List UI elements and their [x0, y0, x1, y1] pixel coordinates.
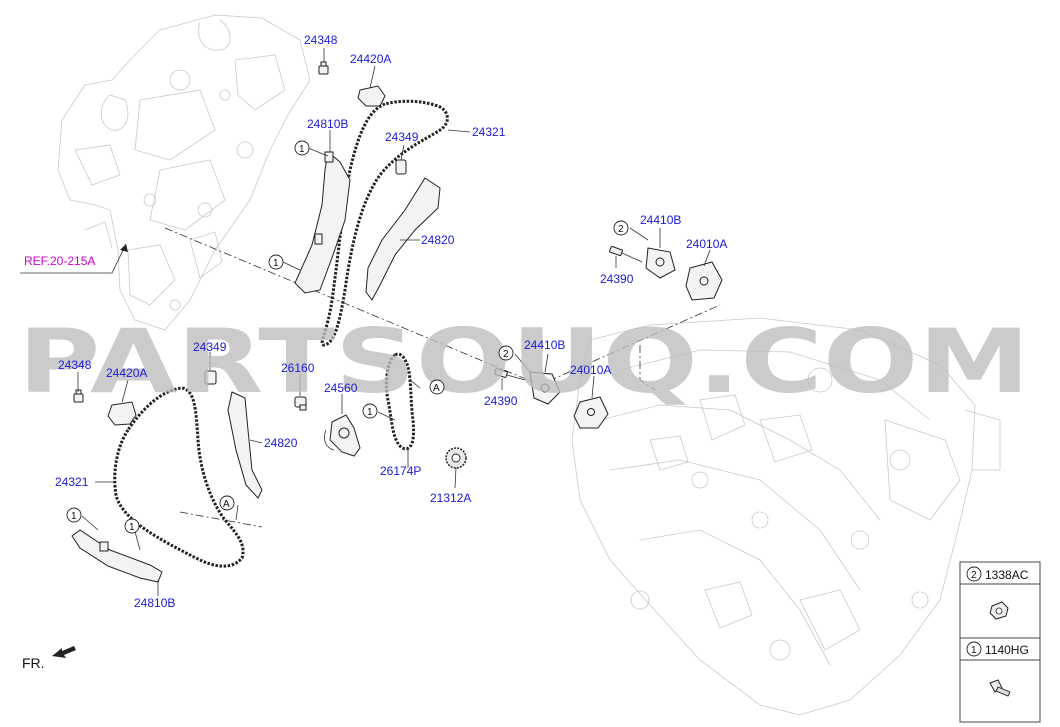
- label-24420A-bottom[interactable]: 24420A: [106, 366, 147, 380]
- label-21312A[interactable]: 21312A: [430, 491, 471, 505]
- front-direction-indicator: FR.: [22, 646, 76, 671]
- svg-text:2: 2: [503, 349, 509, 360]
- bolt-24348-bottom: [73, 389, 84, 403]
- label-24321-bottom[interactable]: 24321: [55, 475, 89, 489]
- alignment-line-block: [639, 345, 656, 391]
- label-24560[interactable]: 24560: [324, 381, 358, 395]
- section-marker-a-lower: A: [219, 495, 235, 511]
- label-24420A-top[interactable]: 24420A: [350, 52, 391, 66]
- tensioner-pin-24349-bottom: [204, 370, 217, 385]
- label-24348-bottom[interactable]: 24348: [58, 358, 92, 372]
- chain-tensioner-24410B-bottom: [529, 371, 561, 405]
- legend-row-1140HG[interactable]: 1 1140HG: [966, 641, 1029, 657]
- callout-2-b: 2: [498, 345, 514, 361]
- chain-lever-24820-bottom: [227, 391, 263, 499]
- front-arrow-icon: [52, 646, 76, 658]
- callout-2-a: 2: [613, 220, 629, 236]
- section-marker-a-upper: A: [429, 379, 445, 395]
- svg-text:FR.: FR.: [22, 655, 45, 671]
- svg-text:2: 2: [971, 570, 977, 581]
- bolt-26160: [294, 396, 307, 411]
- leader-lines: [77, 48, 711, 596]
- label-24390-bottom[interactable]: 24390: [484, 394, 518, 408]
- alignment-line-lower: [179, 511, 263, 528]
- label-24410B-top[interactable]: 24410B: [640, 213, 681, 227]
- gasket-24010A-bottom: [573, 396, 609, 429]
- bolt-24390-bottom: [494, 368, 526, 381]
- svg-text:1: 1: [273, 258, 279, 269]
- label-24348-top[interactable]: 24348: [304, 33, 338, 47]
- svg-text:1: 1: [971, 645, 977, 656]
- chain-guide-24810B-top: [294, 151, 351, 294]
- bolt-24390-top: [609, 245, 643, 263]
- label-24820-bottom[interactable]: 24820: [264, 436, 298, 450]
- label-24810B-bottom[interactable]: 24810B: [134, 596, 175, 610]
- chain-tensioner-24560: [324, 414, 361, 457]
- callout-1-a: 1: [294, 140, 310, 156]
- label-24010A-top[interactable]: 24010A: [686, 237, 727, 251]
- label-24010A-bottom[interactable]: 24010A: [570, 363, 611, 377]
- timing-chain-24321-bottom: [113, 386, 245, 568]
- watermark-text: PARTSOUQ.COM: [18, 310, 1030, 413]
- callout-1-c: 1: [362, 403, 378, 419]
- svg-text:2: 2: [618, 224, 624, 235]
- label-24410B-bottom[interactable]: 24410B: [524, 338, 565, 352]
- bolt-1140HG-icon: [989, 679, 1011, 697]
- chain-guide-24420A-top: [357, 85, 386, 107]
- sprocket-21312A: [445, 447, 467, 469]
- tensioner-pin-24349-top: [395, 159, 407, 175]
- svg-text:A: A: [223, 499, 230, 510]
- callout-1-e: 1: [124, 518, 140, 534]
- callout-1-d: 1: [66, 507, 82, 523]
- engine-block-outline: [571, 317, 1001, 716]
- bolt-24348-top: [318, 61, 329, 75]
- svg-text:1: 1: [71, 511, 77, 522]
- svg-text:1: 1: [299, 144, 305, 155]
- chain-tensioner-24410B-top: [645, 247, 676, 279]
- label-24349-top[interactable]: 24349: [385, 130, 419, 144]
- label-24349-bottom[interactable]: 24349: [193, 340, 227, 354]
- svg-text:1: 1: [367, 407, 373, 418]
- label-26160[interactable]: 26160: [281, 361, 315, 375]
- svg-text:1338AC: 1338AC: [985, 568, 1029, 582]
- chain-guide-24810B-bottom: [71, 529, 163, 583]
- label-24810B-top[interactable]: 24810B: [307, 117, 348, 131]
- ref-arrow: [20, 243, 128, 274]
- svg-text:1: 1: [129, 522, 135, 533]
- svg-text:A: A: [433, 383, 440, 394]
- legend-row-1338AC[interactable]: 2 1338AC: [966, 566, 1029, 582]
- chain-guide-24420A-bottom: [107, 401, 137, 426]
- callout-1-b: 1: [268, 254, 284, 270]
- gasket-24010A-top: [685, 261, 723, 301]
- engine-head-outline: [57, 14, 311, 331]
- chain-lever-24820-top: [365, 177, 441, 301]
- svg-text:1140HG: 1140HG: [985, 643, 1029, 657]
- fastener-legend: 2 1338AC 1 1140HG: [959, 561, 1041, 723]
- label-24321-top[interactable]: 24321: [472, 125, 506, 139]
- ref-label[interactable]: REF.20-215A: [24, 254, 95, 268]
- nut-1338AC-icon: [989, 601, 1009, 620]
- label-24390-top[interactable]: 24390: [600, 272, 634, 286]
- label-26174P[interactable]: 26174P: [380, 464, 421, 478]
- label-24820-top[interactable]: 24820: [421, 233, 455, 247]
- timing-chain-26174P: [384, 352, 416, 451]
